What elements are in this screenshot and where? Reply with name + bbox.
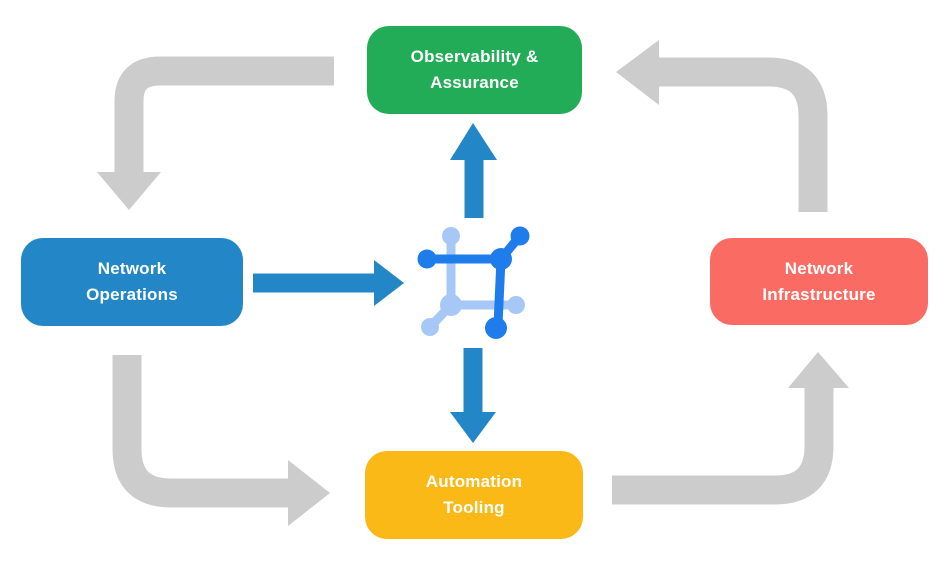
node-network-infrastructure: Network Infrastructure [710,238,928,325]
icon-light-top-dot [442,227,460,245]
arrowhead-right-icon [374,260,404,306]
node-label-line: Network [97,259,167,278]
arrow-shaft [612,388,834,505]
arrow-observability-to-operations [97,56,334,210]
arrow-operations-to-automation [112,355,330,526]
arrowhead-down-icon [97,172,161,210]
icon-dark-left-dot [417,249,437,269]
icon-dark-corner-node [490,248,512,270]
node-label-line: Assurance [430,73,519,92]
arrowhead-left-icon [616,40,659,105]
node-network-operations: Network Operations [21,238,243,326]
arrow-automation-to-infrastructure [612,352,849,505]
arrow-shaft [112,355,288,508]
arrowhead-down-icon [450,412,496,443]
arrow-operations-to-center [253,260,404,306]
node-label-line: Network [784,258,854,278]
arrowhead-right-icon [288,460,330,526]
arrowhead-up-icon [450,123,497,160]
node-label-line: Operations [86,285,178,304]
node-label-line: Tooling [443,498,505,517]
arrow-shaft [114,56,334,173]
arrow-shaft [659,57,828,212]
icon-light-bottom-left-dot [421,318,439,336]
arrow-center-to-automation [450,348,496,443]
node-label-line: Observability & [410,47,539,66]
icon-dark-bottom-dot [485,317,507,339]
arrow-center-to-observability [450,123,497,218]
node-observability-assurance: Observability & Assurance [367,26,582,114]
icon-light-right-dot [507,296,525,314]
icon-dark-top-right-dot [510,226,530,246]
node-automation-tooling: Automation Tooling [365,451,583,539]
arrowhead-up-icon [788,352,849,388]
network-mesh-icon [417,226,530,339]
icon-light-corner-node [440,294,462,316]
node-label-line: Automation [425,472,523,491]
icon-dark-vertical-line [493,254,506,330]
node-label-line: Infrastructure [762,284,876,304]
arrow-infrastructure-to-observability [616,40,828,212]
